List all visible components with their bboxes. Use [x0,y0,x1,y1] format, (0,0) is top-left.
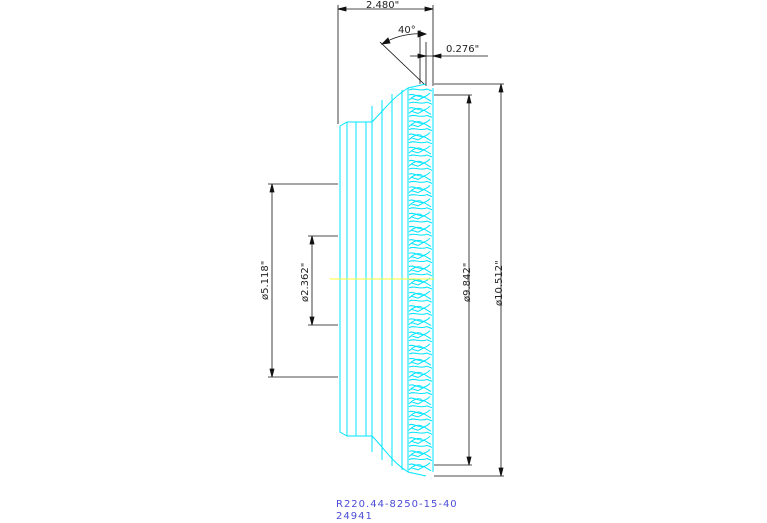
insert-tooth [408,392,433,406]
insert-tooth [408,326,433,340]
dim-9842-arrow-top [466,94,472,104]
dim-bore-diameter-label: ø2.362" [300,263,311,302]
dim-2362-arrow-bottom [309,316,315,326]
insert-tooth [408,167,433,181]
angle-arrow-left [380,37,391,45]
insert-tooth [408,312,433,327]
insert-tooth [408,194,433,208]
dim-outer-diameter-label: ø10.512" [494,260,505,306]
dim-0276-arrow-right [432,53,442,59]
insert-tooth [408,339,433,353]
part-number-caption: R220.44-8250-15-40 [336,499,458,510]
dim-9842-arrow-bottom [466,456,472,466]
insert-tooth [408,220,433,234]
insert-tooth [408,128,433,142]
insert-tooth [408,405,433,419]
insert-tooth [408,114,433,129]
dim-5118-arrow-top [269,183,275,193]
dim-edge-offset-label: 0.276" [446,44,479,55]
insert-tooth [408,286,433,300]
inserts-group [408,88,433,472]
dim-2480-arrow-right [424,6,434,12]
insert-tooth [408,154,433,168]
insert-tooth [408,378,433,393]
insert-tooth [408,299,433,313]
insert-tooth [408,365,433,379]
dim-shank-diameter-label: ø5.118" [260,261,271,300]
dim-5118-arrow-bottom [269,368,275,378]
insert-tooth [408,352,433,366]
insert-tooth [408,88,433,102]
insert-tooth [408,444,433,459]
dim-10512-arrow-bottom [498,467,504,477]
insert-tooth [408,273,433,287]
dim-angle-label: 40° [398,25,416,36]
dimension-lines [268,5,504,477]
insert-tooth [408,141,433,155]
insert-tooth [408,418,433,432]
insert-tooth [408,101,433,115]
angle-leg-slanted [379,41,425,85]
cutter-body [339,83,434,477]
insert-tooth [408,207,433,221]
dim-2362-arrow-top [309,235,315,245]
insert-tooth [408,233,433,247]
dim-2480-arrow-left [337,6,347,12]
insert-tooth [408,246,433,261]
angle-arrow-right [417,30,428,38]
insert-tooth [408,458,433,472]
dim-0276-arrow-left [417,53,427,59]
item-code-caption: 24941 [336,511,373,522]
dimension-labels: 2.480" 40° 0.276" ø5.118" ø2.362" ø9.842… [260,0,505,306]
dim-10512-arrow-top [498,83,504,93]
insert-tooth [408,431,433,445]
dim-overall-width-label: 2.480" [366,0,399,11]
dim-inner-diameter-label: ø9.842" [462,263,473,302]
insert-tooth [408,260,433,274]
insert-tooth [408,180,433,195]
